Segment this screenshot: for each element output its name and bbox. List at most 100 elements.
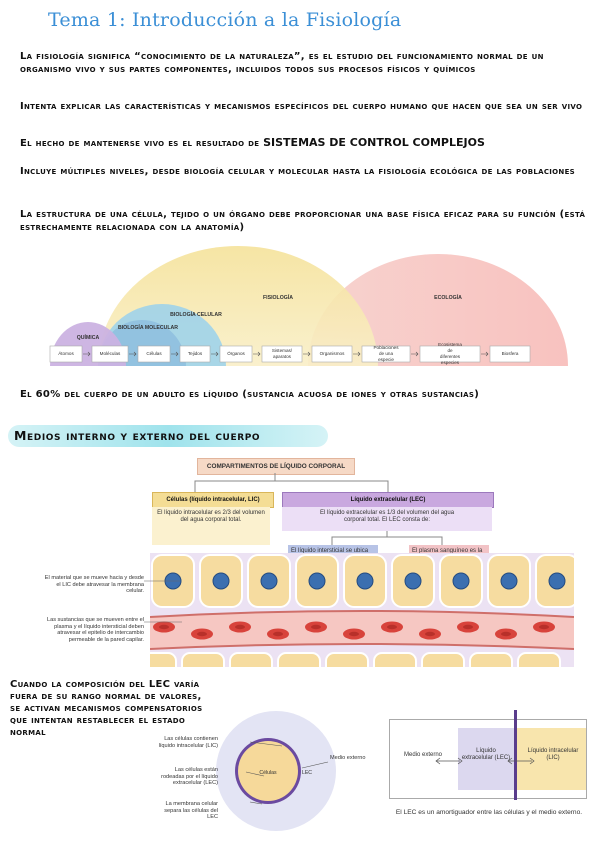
level-label: Sistemas/ [272,348,293,353]
lic-title: Células (líquido intracelular, LIC) [152,492,274,508]
level-arrow [129,351,137,357]
capillary [150,611,574,649]
compensation-paragraph: Cuando la composición del LEC varía fuer… [10,679,203,738]
control-paragraph: El hecho de mantenerse vivo es el result… [20,136,590,151]
compartments-header: COMPARTIMENTOS DE LÍQUIDO CORPORAL [197,458,355,475]
level-arrow [253,351,261,357]
level-arrow [481,351,489,357]
level-box [49,345,83,363]
lic-band [516,728,586,790]
level-arrow [411,351,419,357]
cell [517,652,561,667]
level-arrow [303,351,311,357]
level-arrow [211,351,219,357]
nucleus [452,572,470,590]
definition-paragraph: La fisiología significa “conocimiento de… [20,51,544,75]
cell [325,652,369,667]
section-highlight [8,425,328,447]
level-label: Moléculas [100,351,121,356]
cell-biology-label: BIOLOGÍA CELULAR [170,310,222,318]
nucleus [356,572,374,590]
levels-row: Átomos Moléculas Células Tejidos Órganos Sist… [49,342,531,365]
level-label: Tejidos [188,351,203,356]
cell-row-bottom [150,652,561,667]
page-title: Tema 1: Introducción a la Fisiología [48,9,402,31]
level-arrow [171,351,179,357]
nucleus [308,572,326,590]
level-label: especies [441,360,460,365]
cell-row-top [151,554,574,608]
level-label: Ecosistema [438,342,462,347]
level-box [361,345,411,363]
compartments-connectors [194,473,389,493]
nucleus [212,572,230,590]
red-blood-cell-center [463,624,473,630]
water-paragraph: El 60% del cuerpo de un adulto es líquid… [20,389,480,400]
structure-paragraph: La estructura de una célula, tejido o un… [20,209,586,233]
nucleus [500,572,518,590]
lec-text: El líquido extracelular es 1/3 del volum… [282,507,492,531]
chemistry-label: QUÍMICA [77,333,100,341]
cell [150,652,177,667]
level-box [219,345,253,363]
lic-text: El líquido intracelular es 2/3 del volum… [152,507,270,545]
cell-note-membrane: La membrana celular separa las células d… [164,801,218,821]
level-label: Átomos [58,350,74,356]
level-label: Biosfera [502,351,519,356]
physiology-label: FISIOLOGÍA [263,293,293,301]
cell [229,652,273,667]
cell-label: Células [259,770,277,776]
level-box [261,345,303,363]
red-blood-cell-center [197,631,207,637]
tissue-illustration [150,553,574,667]
lec-title: Líquido extracelular (LEC) [282,492,494,508]
organization-levels-diagram: FISIOLOGÍA ECOLOGÍA BIOLOGÍA CELULAR BIO… [49,246,568,366]
buffer-caption: El LEC es un amortiguador entre las célu… [395,809,583,816]
level-label: Células [146,351,162,356]
cell-lec-diagram: Células LEC [216,711,336,831]
buffer-diagram: Medio externo Líquido extracelular (LEC)… [389,710,587,800]
buffer-lec: Líquido extracelular (LEC) [461,748,511,762]
cell-note-lic: Las células contienen líquido intracelul… [158,736,218,749]
control-emphasis: SISTEMAS DE CONTROL COMPLEJOS [263,136,485,149]
red-blood-cell-center [349,631,359,637]
level-box [179,345,211,363]
section-heading: Medios interno y externo del cuerpo [14,428,261,443]
buffer-external: Medio externo [403,752,443,758]
membrane-note: El material que se mueve hacia y desde e… [44,575,144,595]
cell [469,652,513,667]
cell [421,652,465,667]
red-blood-cell-center [273,631,283,637]
lec-connectors [331,531,443,545]
cell-note-lec: Las células están rodeadas por el líquid… [161,767,218,787]
nucleus [404,572,422,590]
molecular-biology-label: BIOLOGÍA MOLECULAR [118,323,178,331]
nucleus [260,572,278,590]
red-blood-cell-center [425,631,435,637]
control-prefix: El hecho de mantenerse vivo es el result… [20,138,260,149]
red-blood-cell-center [311,624,321,630]
nucleus [548,572,566,590]
red-blood-cell-center [501,631,511,637]
lec-band [458,728,514,790]
level-label: de una [379,351,393,356]
level-label: especie [378,357,394,362]
level-box [311,345,353,363]
red-blood-cell-center [159,624,169,630]
lec-label: LEC [302,770,312,776]
cell [181,652,225,667]
level-arrow [353,351,361,357]
level-label: diferentes [440,354,461,359]
level-label: de [447,348,453,353]
buffer-arrows [435,757,535,765]
level-label: Órganos [227,350,245,356]
level-label: aparatos [273,354,292,359]
level-arrow [83,351,91,357]
purpose-paragraph: Intenta explicar las características y m… [20,101,583,112]
level-box [137,345,171,363]
capillary-note: Las sustancias que se mueven entre el pl… [46,617,144,643]
level-label: Poblaciones [373,345,399,350]
red-blood-cells [153,621,555,640]
level-box [489,345,531,363]
ecology-label: ECOLOGÍA [434,293,462,301]
